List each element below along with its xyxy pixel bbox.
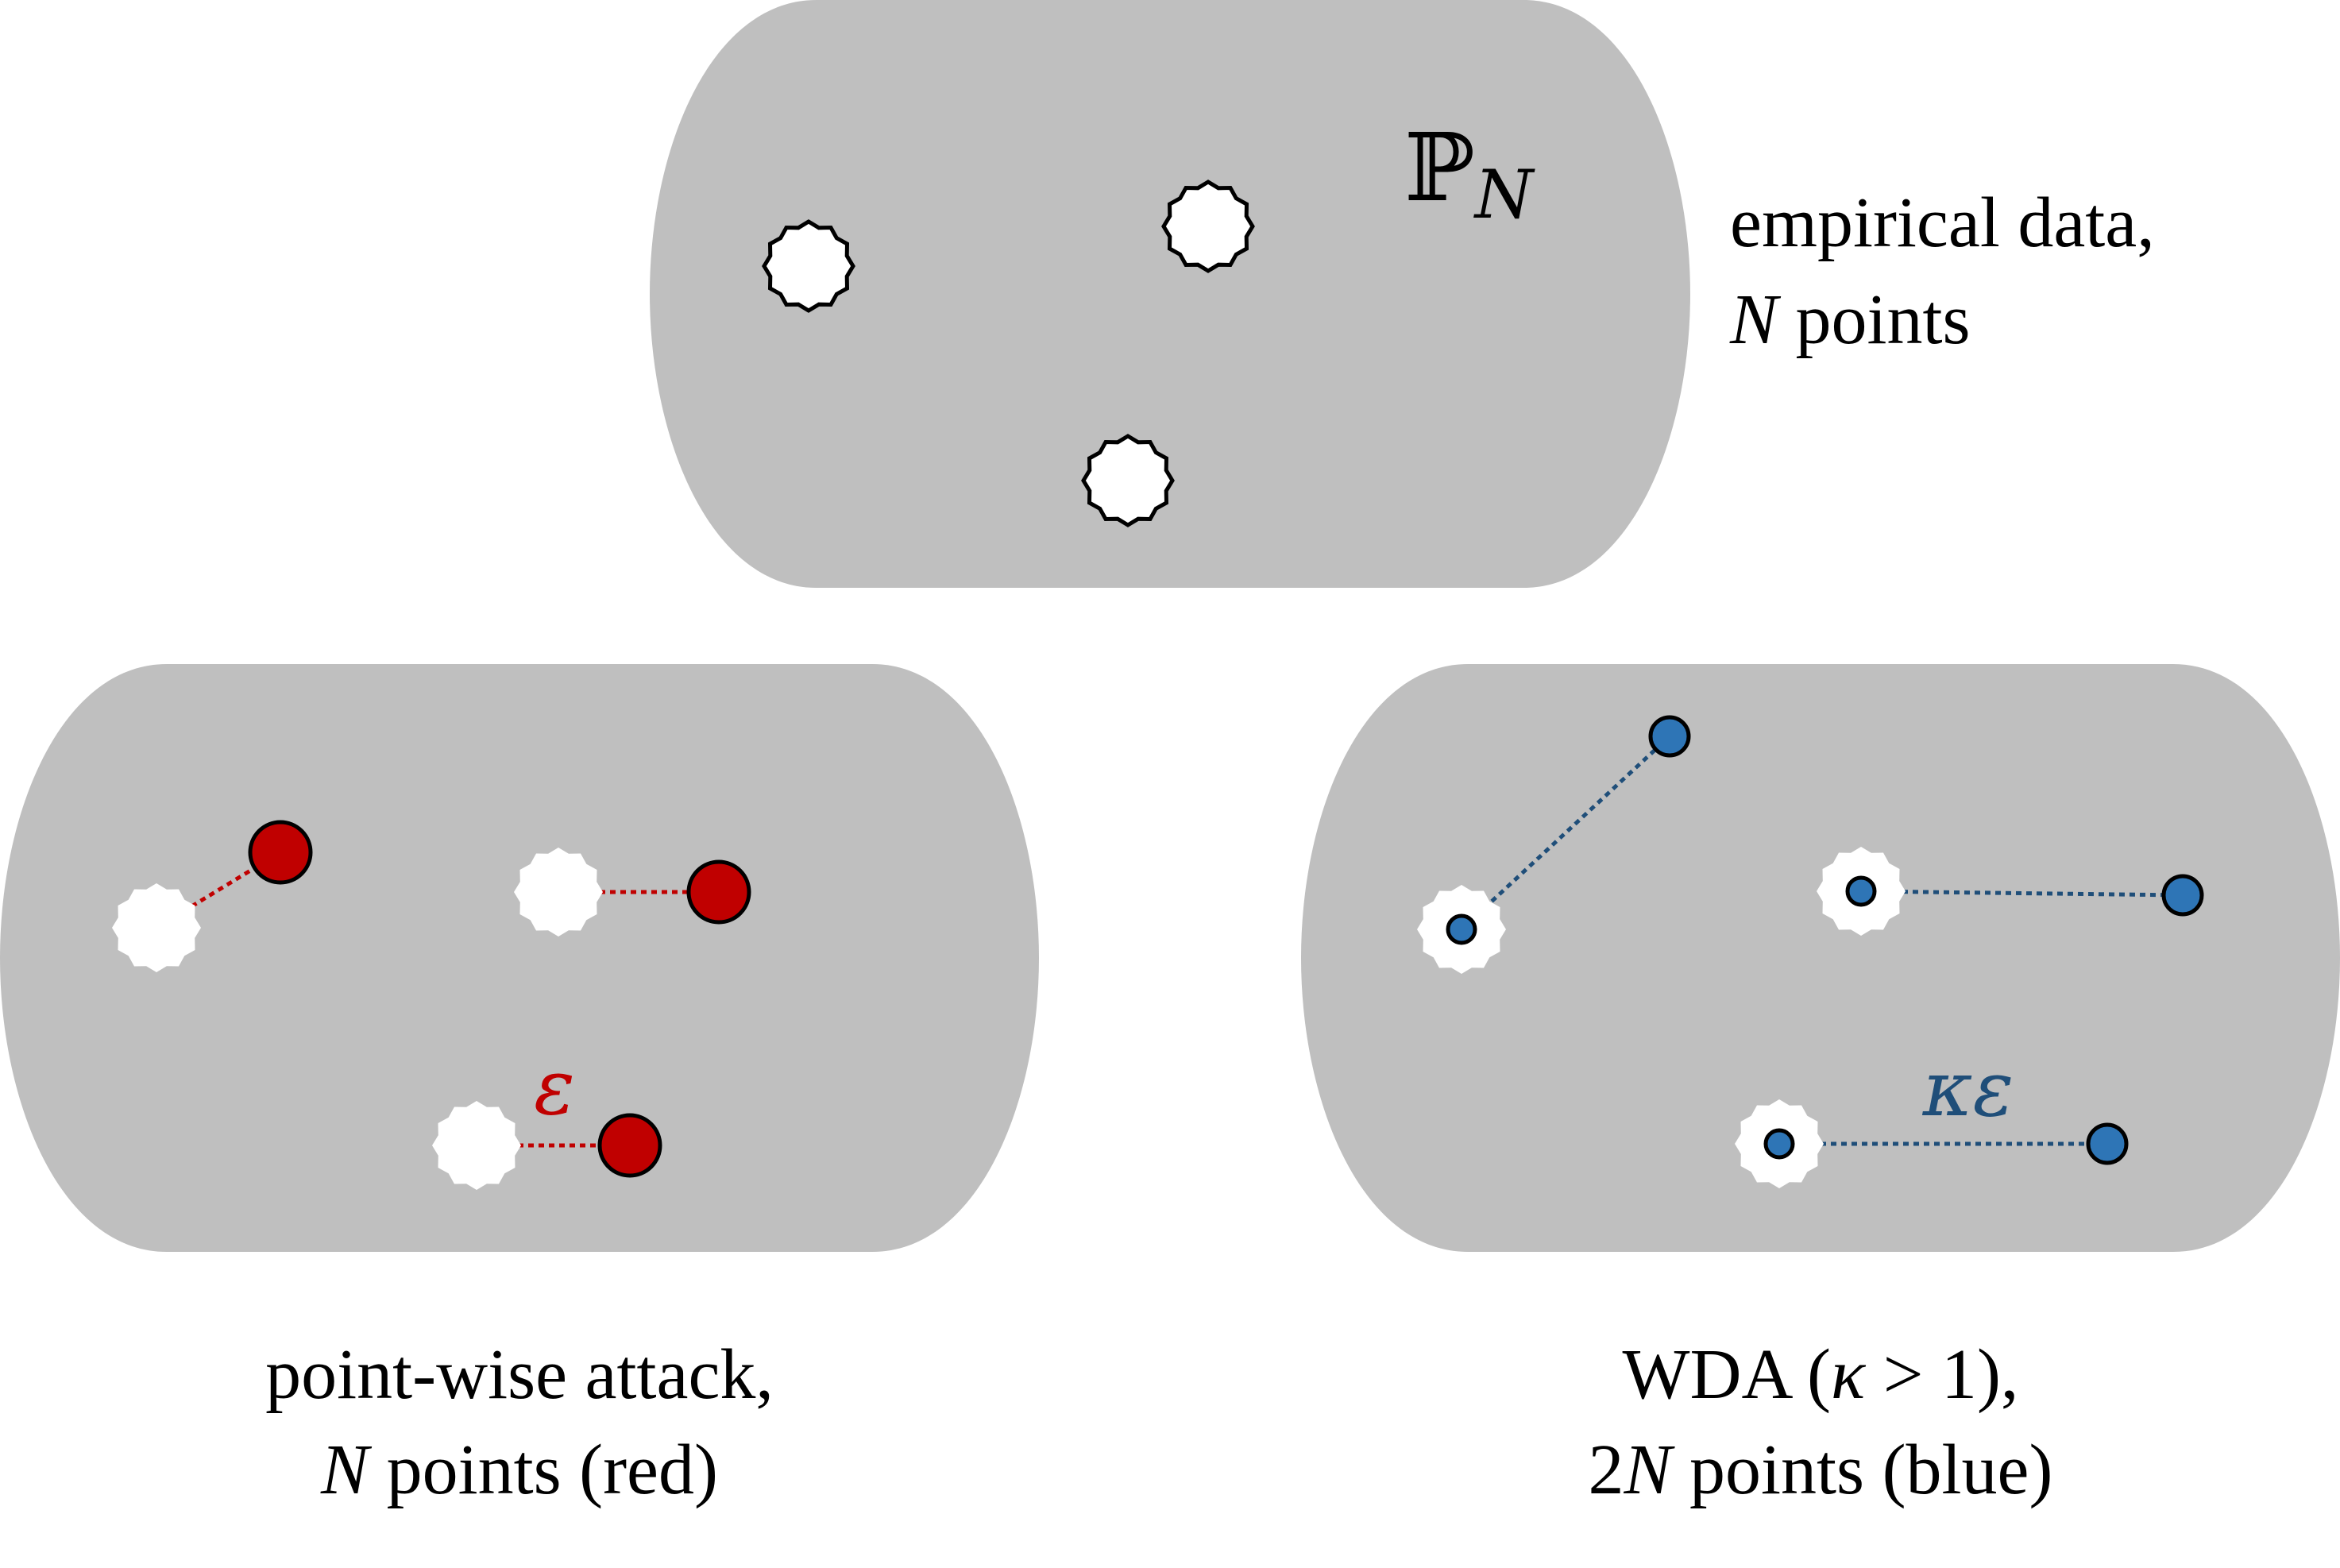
- wda-caption-line2: 2N points (blue): [1589, 1431, 2053, 1509]
- pointwise-caption-line1: point-wise attack,: [265, 1335, 774, 1414]
- kappa-epsilon-label: κε: [1922, 1045, 2014, 1134]
- pointwise-panel-shape: [0, 664, 1039, 1252]
- wda-link-2: [1860, 889, 2184, 898]
- wda-augmented-point-1: [1648, 715, 1691, 758]
- pointwise-point-1: [248, 820, 313, 885]
- empirical-panel: ℙN empirical data, N points: [650, 0, 2155, 588]
- pointwise-point-2: [686, 859, 751, 925]
- empirical-caption: empirical data,: [1730, 183, 2155, 262]
- pointwise-panel: ε point-wise attack, N points (red): [0, 664, 1039, 1509]
- wda-augmented-point-2: [2161, 874, 2204, 917]
- wda-panel-shape: [1301, 664, 2340, 1252]
- empirical-panel-shape: [650, 0, 1690, 588]
- wda-panel: κε WDA (κ > 1), 2N points (blue): [1301, 664, 2340, 1509]
- empirical-measure-symbol: ℙ: [1404, 117, 1475, 221]
- pointwise-caption-line2: N points (red): [320, 1431, 718, 1509]
- wda-original-point-1: [1446, 913, 1477, 945]
- empirical-measure-subscript: N: [1473, 156, 1535, 234]
- pointwise-point-3: [597, 1113, 662, 1178]
- empirical-caption-line2: N points: [1729, 280, 1971, 359]
- wda-original-point-3: [1763, 1128, 1795, 1160]
- wda-original-point-2: [1845, 875, 1877, 907]
- empirical-caption-line1: empirical data,: [1730, 183, 2155, 262]
- wda-caption-line1: WDA (κ > 1),: [1623, 1335, 2019, 1414]
- epsilon-label: ε: [534, 1043, 575, 1132]
- wda-augmented-point-3: [2086, 1122, 2129, 1165]
- empirical-measure-label: ℙN: [1404, 117, 1535, 234]
